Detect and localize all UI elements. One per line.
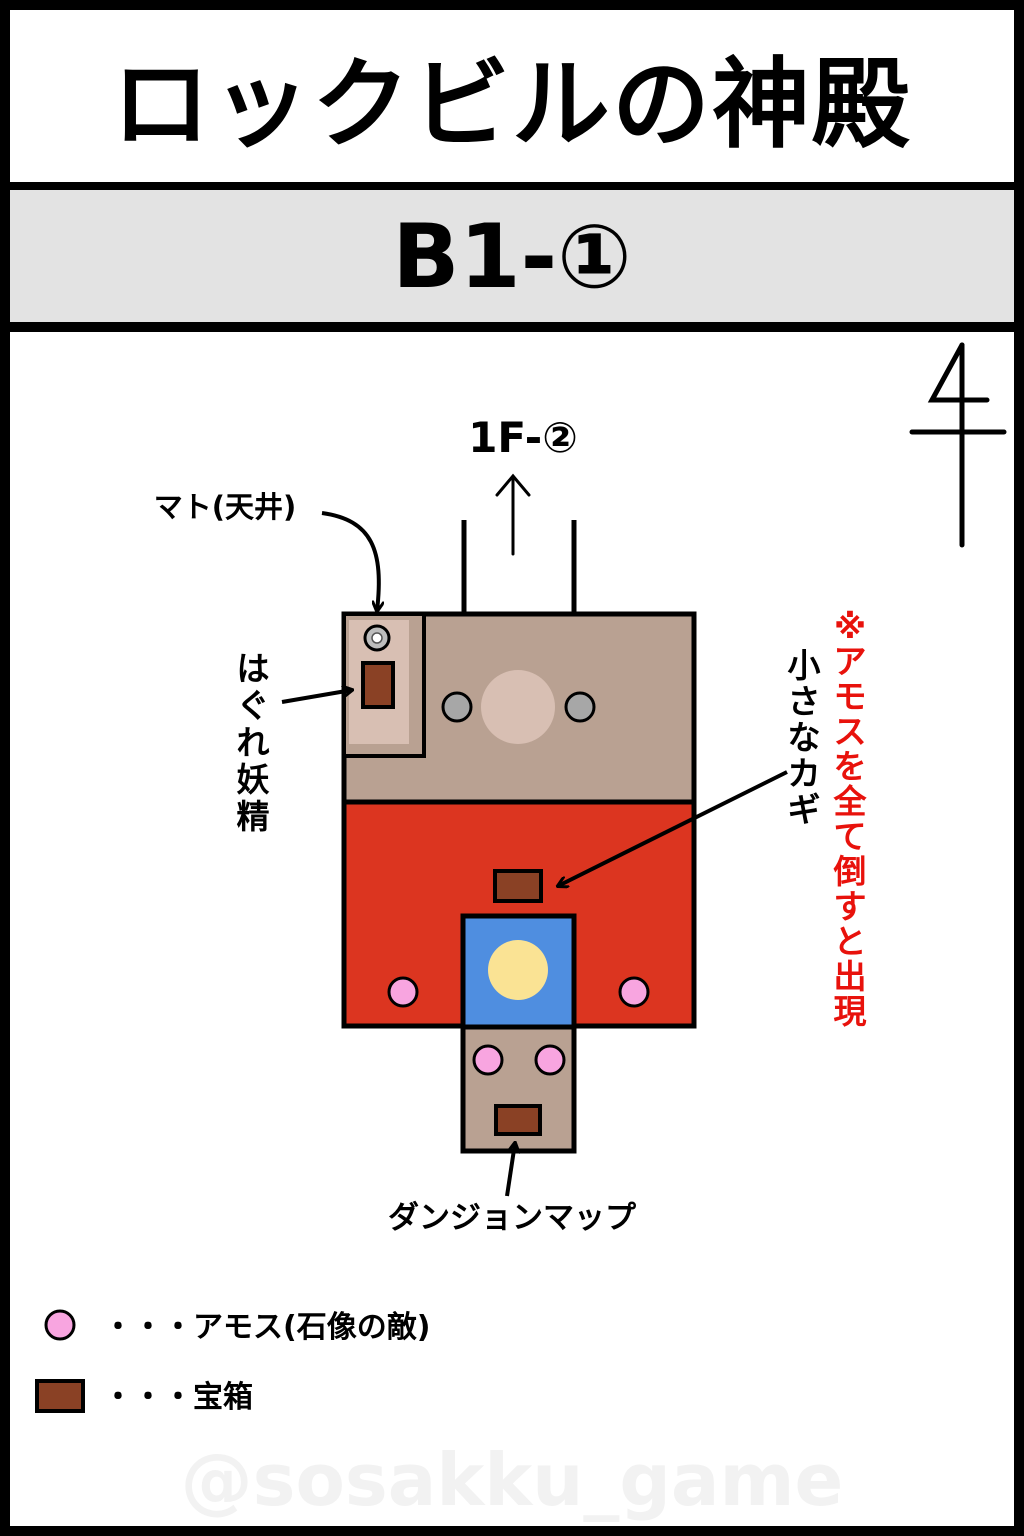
- statue-icon: [564, 691, 596, 723]
- mato-arrow: [321, 511, 379, 611]
- chest-icon: [35, 1379, 85, 1413]
- note-char: て: [834, 817, 867, 856]
- hagure-char: ぐ: [237, 686, 270, 725]
- amos-icon: [387, 976, 419, 1008]
- small-key-char: 小: [788, 646, 821, 685]
- note-label: ※ ア モ ス を 全 て 倒 す と 出 現: [833, 607, 868, 1031]
- note-char: ア: [834, 642, 867, 681]
- dungeon-map-arrow: [505, 1143, 515, 1197]
- target-center: [371, 632, 383, 644]
- dungeon-map-label: ダンジョンマップ: [388, 1200, 637, 1236]
- small-key-char: な: [788, 718, 821, 757]
- dungeon-map-chest: [494, 1104, 542, 1136]
- small-key-arrow: [558, 770, 788, 886]
- light-circle: [481, 670, 555, 744]
- small-key-char: さ: [788, 682, 821, 721]
- legend-amos-text: ・・・アモス(石像の敵): [103, 1310, 430, 1345]
- mato-label: マト(天井): [154, 490, 297, 524]
- hagure-char: は: [237, 649, 270, 688]
- legend-chest-text: ・・・宝箱: [103, 1380, 253, 1415]
- note-char: 現: [834, 992, 867, 1031]
- floor-panel: B1-①: [10, 190, 1014, 322]
- small-key-char: ギ: [788, 790, 821, 829]
- pink-circle-icon: [44, 1309, 76, 1341]
- amos-icon: [534, 1044, 566, 1076]
- note-char: モ: [834, 677, 867, 716]
- page-title: ロックビルの神殿: [111, 48, 912, 162]
- hagure-char: 妖: [237, 760, 270, 799]
- statue-icon: [441, 691, 473, 723]
- yellow-orb: [488, 940, 548, 1000]
- title-panel: ロックビルの神殿: [10, 10, 1014, 182]
- exit-label: 1F-②: [468, 413, 578, 462]
- note-char: 出: [834, 957, 867, 996]
- hagure-arrow: [281, 690, 352, 704]
- exit-corridor: [461, 520, 577, 616]
- note-char: ス: [834, 712, 867, 751]
- small-key-label: 小 さ な カ ギ: [788, 646, 821, 829]
- note-char: ※: [834, 607, 866, 646]
- watermark: @sosakku_game: [181, 1438, 844, 1522]
- compass-north-icon: [909, 342, 1007, 548]
- amos-icon: [618, 976, 650, 1008]
- note-char: と: [834, 922, 867, 961]
- note-char: 倒: [833, 852, 867, 891]
- amos-icon: [472, 1044, 504, 1076]
- up-arrow-icon: [495, 473, 531, 556]
- small-key-chest: [493, 869, 543, 903]
- blue-tile: [460, 913, 577, 1030]
- small-key-char: カ: [788, 754, 821, 793]
- note-char: 全: [833, 782, 868, 821]
- hagure-char: 精: [237, 797, 270, 836]
- note-char: す: [834, 887, 867, 926]
- hagure-fairy-marker: [361, 661, 395, 709]
- hagure-label: は ぐ れ 妖 精: [237, 649, 270, 836]
- hagure-char: れ: [237, 723, 270, 762]
- note-char: を: [834, 747, 867, 786]
- floor-title: B1-①: [392, 204, 632, 308]
